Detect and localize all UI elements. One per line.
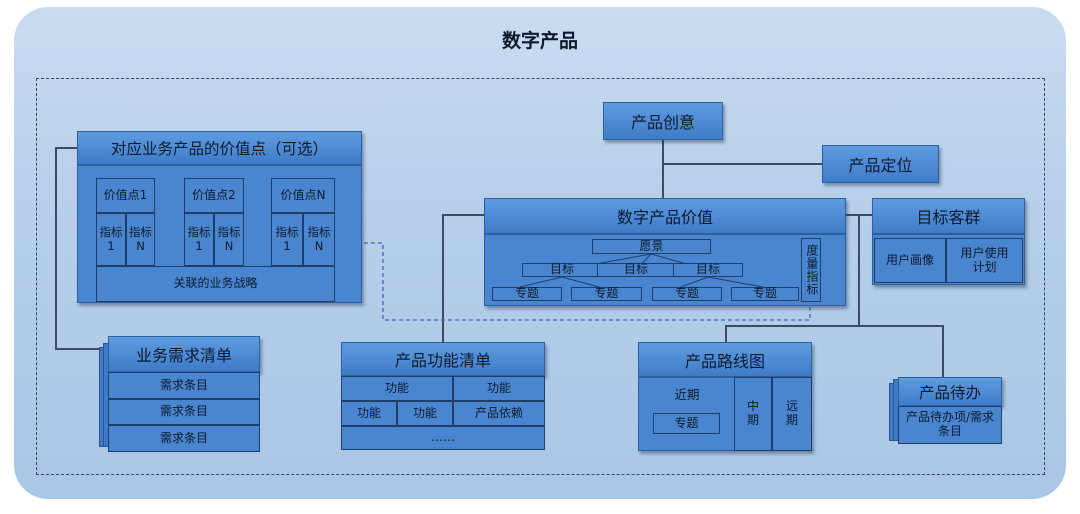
topic-box: 专题 — [731, 286, 799, 301]
value-points-header: 对应业务产品的价值点（可选） — [77, 131, 362, 165]
connector-line — [442, 214, 444, 342]
metric-cell: 指标1 — [96, 213, 126, 266]
goal-box: 目标 — [597, 262, 675, 277]
roadmap-long-term: 远期 — [772, 377, 812, 451]
topic-box: 专题 — [492, 286, 562, 301]
backlog-item: 产品待办项/需求条目 — [898, 406, 1002, 444]
user-usage-plan: 用户使用计划 — [946, 238, 1023, 283]
requirements-header: 业务需求清单 — [108, 336, 260, 372]
topic-box: 专题 — [571, 286, 642, 301]
feature-cell: 功能 — [453, 376, 545, 401]
requirement-item: 需求条目 — [108, 399, 260, 425]
measure-box: 度量指标 — [801, 238, 821, 302]
value-point-label: 价值点2 — [184, 178, 244, 213]
roadmap-mid-term: 中期 — [734, 377, 772, 451]
requirement-item: 需求条目 — [108, 425, 260, 452]
roadmap-topic: 专题 — [653, 413, 720, 434]
feature-cell: 功能 — [341, 376, 453, 401]
roadmap-header: 产品路线图 — [638, 342, 812, 377]
connector-line — [55, 348, 105, 350]
feature-list-header: 产品功能清单 — [341, 342, 545, 376]
vision-box: 愿景 — [592, 239, 711, 254]
connector-line — [725, 325, 943, 327]
dashed-boundary — [36, 78, 1045, 475]
goal-box: 目标 — [522, 262, 602, 277]
connector-line — [942, 325, 944, 377]
roadmap-near-term: 近期 — [674, 387, 700, 402]
goal-box: 目标 — [673, 262, 743, 277]
product-idea-box: 产品创意 — [603, 102, 723, 140]
user-persona: 用户画像 — [874, 238, 946, 283]
connector-line — [662, 140, 664, 198]
product-positioning-box: 产品定位 — [822, 145, 939, 183]
metric-cell: 指标N — [214, 213, 244, 266]
feature-cell: 功能 — [397, 401, 453, 426]
connector-line — [55, 147, 77, 149]
feature-cell: 功能 — [341, 401, 397, 426]
dependency-cell: 产品依赖 — [453, 401, 545, 426]
target-customers-header: 目标客群 — [872, 198, 1025, 234]
business-strategy: 关联的业务战略 — [96, 266, 335, 302]
metric-cell: 指标1 — [184, 213, 214, 266]
requirement-item: 需求条目 — [108, 372, 260, 399]
metric-cell: 指标N — [126, 213, 155, 266]
diagram-title: 数字产品 — [501, 30, 578, 52]
metric-cell: 指标1 — [271, 213, 303, 266]
connector-line — [55, 147, 57, 349]
connector-line — [662, 163, 822, 165]
value-point-label: 价值点N — [271, 178, 335, 213]
topic-box: 专题 — [652, 286, 722, 301]
connector-line — [725, 325, 727, 342]
product-value-header: 数字产品价值 — [484, 198, 846, 234]
value-point-label: 价值点1 — [96, 178, 155, 213]
backlog-header: 产品待办 — [898, 377, 1002, 406]
metric-cell: 指标N — [303, 213, 335, 266]
connector-line — [858, 214, 860, 326]
feature-ellipsis: …… — [341, 426, 545, 450]
connector-line — [442, 214, 484, 216]
